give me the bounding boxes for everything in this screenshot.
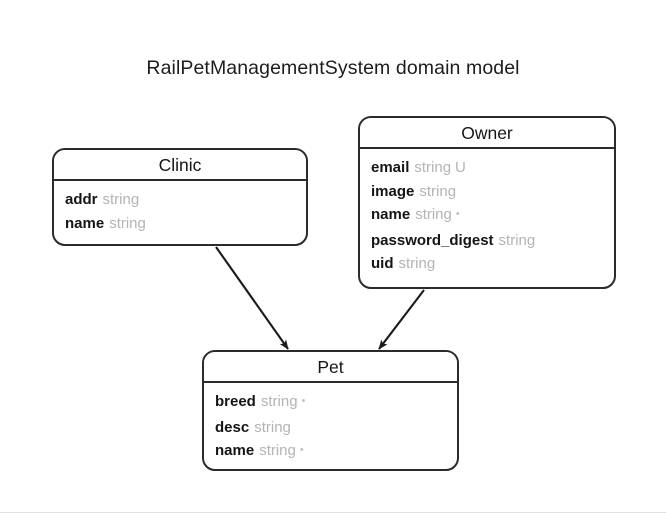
attribute-type: string (254, 418, 291, 436)
entity-title-clinic: Clinic (54, 150, 306, 181)
attribute-type: string (419, 182, 457, 200)
attribute-type: string (102, 191, 140, 208)
entity-title-pet: Pet (204, 352, 457, 383)
attribute-name: name (371, 206, 411, 223)
attribute-index-marker-icon: • (455, 208, 460, 220)
attribute-name: breed (215, 393, 256, 410)
attribute-name: name (215, 442, 255, 459)
attribute-type: string (109, 214, 146, 232)
attribute-type: string (498, 231, 536, 249)
page-bottom-divider (0, 512, 666, 513)
relationship-arrow-owner-to-pet (378, 289, 425, 350)
attribute-index-marker-icon: • (299, 444, 304, 456)
attribute-type: string (414, 159, 452, 176)
attribute-unique-flag: U (455, 159, 466, 176)
attribute-type: string (259, 442, 296, 459)
attribute-name: email (371, 159, 410, 176)
attribute-type: string (398, 255, 436, 272)
attribute-name: password_digest (371, 231, 494, 249)
relationship-arrow-clinic-to-pet (215, 246, 289, 350)
attribute-index-marker-icon: • (301, 395, 306, 407)
entity-title-owner: Owner (360, 118, 614, 149)
page-title: RailPetManagementSystem domain model (146, 57, 520, 79)
attribute-name: image (371, 182, 415, 200)
attribute-name: addr (65, 191, 98, 208)
attribute-name: name (65, 214, 105, 232)
attribute-name: desc (215, 418, 250, 436)
attribute-name: uid (371, 255, 394, 272)
attribute-type: string (260, 393, 298, 410)
attribute-type: string (415, 206, 452, 223)
